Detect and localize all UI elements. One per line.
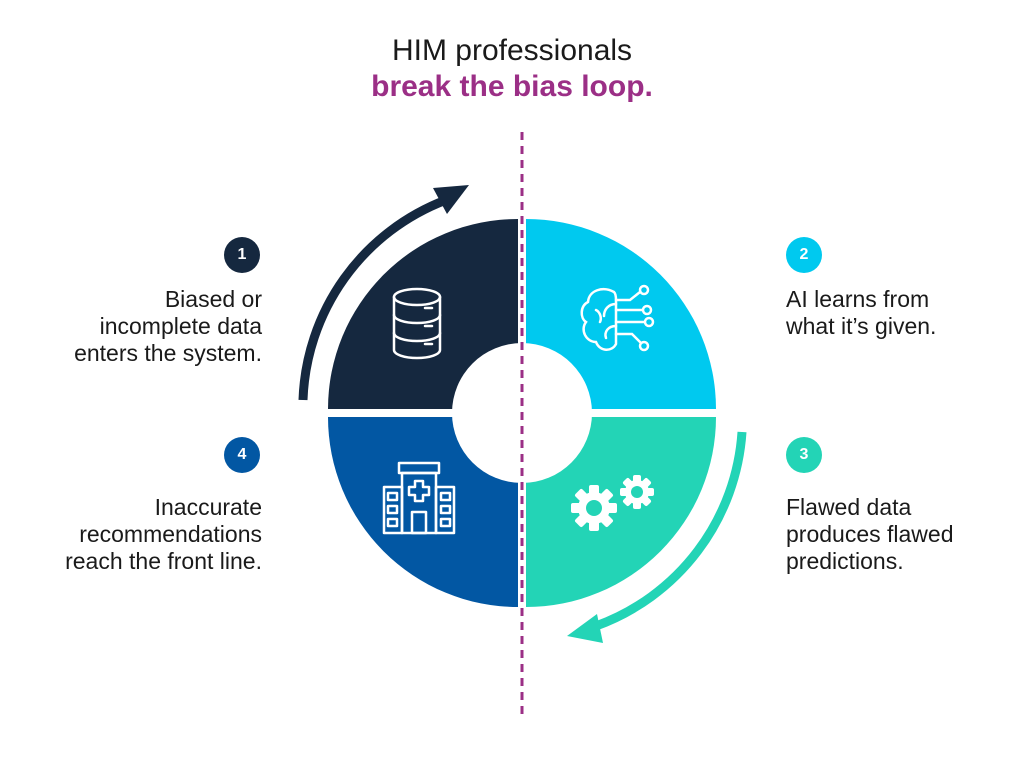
hospital-icon bbox=[382, 461, 456, 535]
step-1-text-line: enters the system. bbox=[74, 340, 262, 366]
step-2-text-line: what it’s given. bbox=[786, 313, 937, 339]
step-2-text-line: AI learns from bbox=[786, 286, 930, 312]
database-icon bbox=[392, 287, 442, 360]
step-4-text-line: reach the front line. bbox=[65, 548, 262, 574]
quadrant-3-segment bbox=[526, 417, 716, 607]
step-1-text-line: Biased or bbox=[164, 286, 262, 312]
quadrant-1-segment bbox=[328, 219, 518, 409]
step-3-text-line: predictions. bbox=[786, 548, 904, 574]
cycle-arrowhead-top-icon bbox=[433, 185, 469, 214]
quadrant-2-segment bbox=[526, 219, 716, 409]
cycle-arrow-top-icon bbox=[298, 195, 448, 401]
cycle-arrow-bottom-icon bbox=[594, 431, 747, 631]
step-3-badge: 3 bbox=[786, 437, 822, 473]
gears-icon bbox=[571, 475, 654, 531]
step-4-badge: 4 bbox=[224, 437, 260, 473]
step-1-badge: 1 bbox=[224, 237, 260, 273]
step-3-text-line: produces flawed bbox=[786, 521, 954, 547]
cycle-arrowhead-bottom-icon bbox=[567, 614, 603, 643]
title-line-2: break the bias loop. bbox=[371, 70, 653, 103]
step-4-text-line: recommendations bbox=[79, 521, 262, 547]
step-3-text-line: Flawed data bbox=[786, 494, 912, 520]
title-line-1: HIM professionals bbox=[391, 34, 633, 67]
step-4-text-line: Inaccurate bbox=[154, 494, 262, 520]
step-2-badge: 2 bbox=[786, 237, 822, 273]
step-1-text-line: incomplete data bbox=[99, 313, 262, 339]
brain-circuit-icon bbox=[580, 284, 655, 352]
